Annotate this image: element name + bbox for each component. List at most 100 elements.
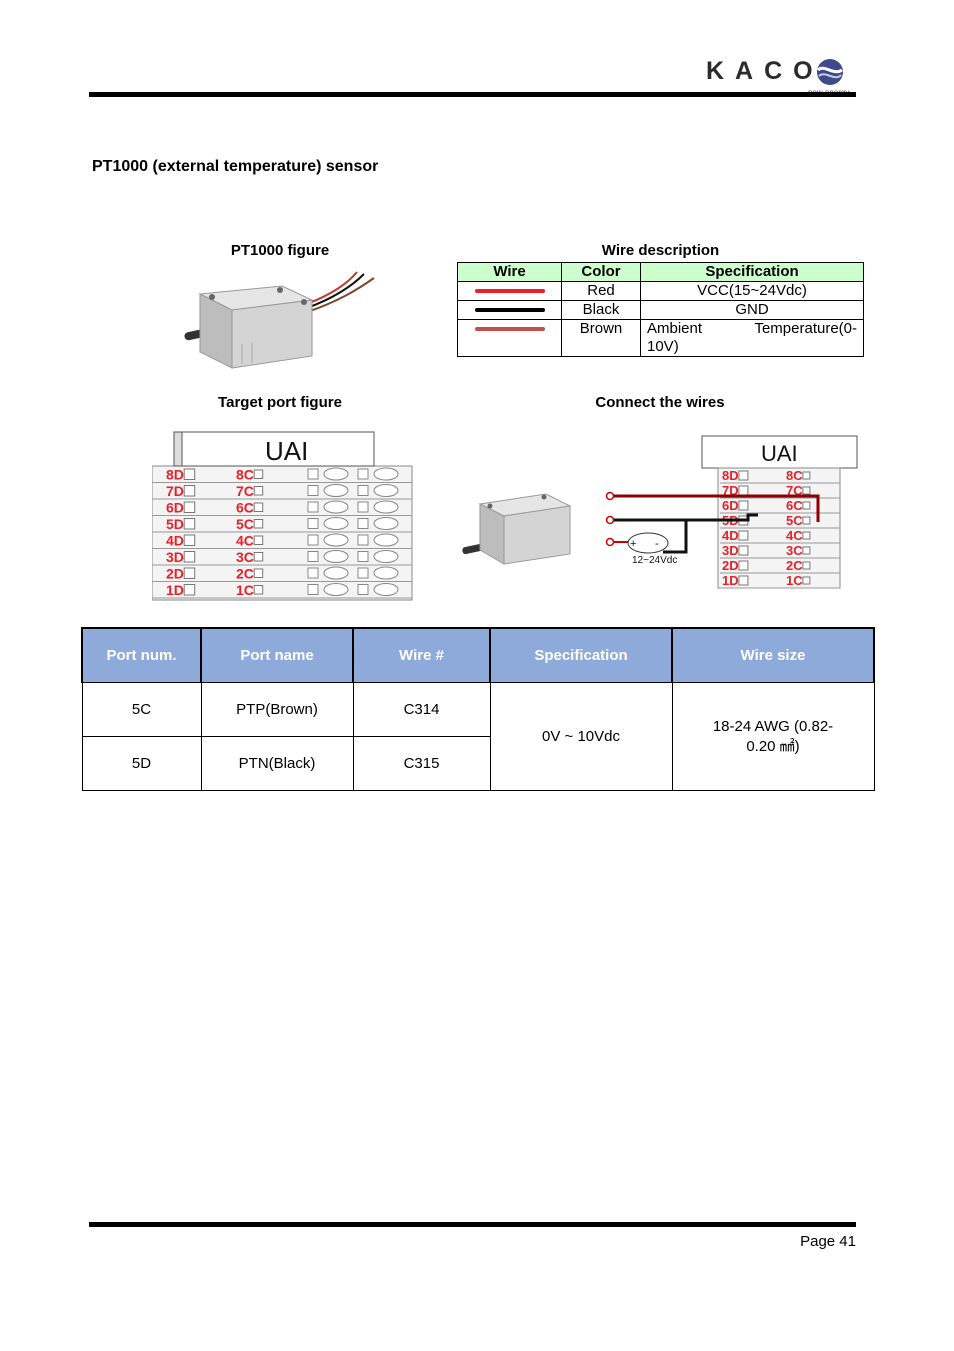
terminal-row: 2D 2C bbox=[152, 566, 412, 582]
terminal-row: 8D 8C bbox=[152, 467, 412, 483]
logo-text: KACO bbox=[706, 57, 824, 85]
spec-text: Temperature(0- bbox=[754, 320, 857, 337]
color-cell: Brown bbox=[561, 319, 641, 357]
port-label-d: 2D bbox=[722, 558, 739, 573]
section-heading: PT1000 (external temperature) sensor bbox=[92, 158, 379, 175]
wire-size-header: Wire size bbox=[671, 627, 875, 683]
supply-minus: - bbox=[655, 538, 659, 550]
port-label-c: 4C bbox=[786, 528, 803, 543]
supply-voltage-label: 12~24Vdc bbox=[632, 555, 677, 566]
port-name-cell: PTN(Black) bbox=[200, 736, 354, 791]
port-label-c: 4C bbox=[236, 533, 254, 549]
pt1000-figure-caption: PT1000 figure bbox=[230, 242, 330, 259]
specification-header: Specification bbox=[489, 627, 673, 683]
red-wire-line bbox=[474, 289, 545, 293]
terminal-row: 3D 3C bbox=[152, 549, 412, 566]
port-label-c: 2C bbox=[786, 558, 803, 573]
port-num-header: Port num. bbox=[81, 627, 202, 683]
port-label-d: 3D bbox=[722, 543, 739, 558]
wire-swatch-cell bbox=[457, 281, 562, 301]
port-label-d: 8D bbox=[722, 468, 739, 483]
terminal-row: 3D 3C bbox=[720, 543, 840, 559]
specification-cell: 0V ~ 10Vdc bbox=[489, 682, 673, 791]
header-rule bbox=[89, 92, 856, 97]
footer-rule bbox=[89, 1222, 856, 1227]
wire-swatch-cell bbox=[457, 319, 562, 357]
spec-cell: VCC(15~24Vdc) bbox=[640, 281, 864, 301]
uai-label: UAI bbox=[265, 436, 308, 466]
port-label-d: 1D bbox=[722, 573, 739, 588]
port-num-cell: 5C bbox=[81, 682, 202, 737]
port-label-c: 3C bbox=[786, 543, 803, 558]
wire-size-cell: 18-24 AWG (0.82- 0.20 ㎟) bbox=[671, 682, 875, 791]
terminal-row: 4D 4C bbox=[152, 533, 412, 549]
port-table: Port num. Port name Wire # Specification… bbox=[81, 627, 875, 791]
spec-cell: GND bbox=[640, 300, 864, 320]
wire-description-caption: Wire description bbox=[601, 242, 720, 259]
wire-description-table: Wire Color Specification Red VCC(15~24Vd… bbox=[457, 262, 864, 357]
port-label-c: 3C bbox=[236, 549, 254, 565]
kaco-logo: KACO new energy. bbox=[706, 56, 856, 100]
wire-table-header: Wire Color Specification bbox=[457, 262, 864, 282]
port-label-c: 8C bbox=[786, 468, 803, 483]
port-label-c: 1C bbox=[786, 573, 803, 588]
port-label-c: 5C bbox=[786, 513, 803, 528]
port-label-d: 2D bbox=[166, 566, 184, 582]
table-row: Brown Ambient Temperature(0- 10V) bbox=[457, 319, 864, 357]
table-row: Black GND bbox=[457, 300, 864, 320]
terminal-row: 1D 1C bbox=[720, 573, 840, 589]
page-number: Page 41 bbox=[800, 1233, 856, 1250]
port-label-c: 5C bbox=[236, 516, 254, 532]
spec-cell: Ambient Temperature(0- 10V) bbox=[640, 319, 864, 357]
port-label-d: 4D bbox=[166, 533, 184, 549]
port-name-header: Port name bbox=[200, 627, 354, 683]
terminal-row: 5D 5C bbox=[152, 516, 412, 533]
spec-col-header: Specification bbox=[640, 262, 864, 282]
port-label-d: 6D bbox=[722, 498, 739, 513]
table-row: 5D PTN(Black) C315 bbox=[81, 736, 874, 791]
port-name-cell: PTP(Brown) bbox=[200, 682, 354, 737]
target-port-caption: Target port figure bbox=[218, 394, 342, 411]
port-label-d: 7D bbox=[166, 483, 184, 499]
wire-size-text: 18-24 AWG (0.82- bbox=[712, 717, 834, 735]
port-label-c: 7C bbox=[786, 483, 803, 498]
table-row: 5C PTP(Brown) C314 0V ~ 10Vdc 18-24 AWG … bbox=[81, 682, 875, 791]
terminal-row: 8D 8C bbox=[720, 468, 840, 484]
port-label-d: 7D bbox=[722, 483, 739, 498]
pt1000-sensor-image bbox=[184, 271, 375, 369]
terminal-row: 7D 7C bbox=[152, 483, 412, 500]
wire-swatch-cell bbox=[457, 300, 562, 320]
port-label-d: 8D bbox=[166, 467, 184, 483]
terminal-row: 7D 7C bbox=[720, 483, 840, 499]
spec-text: 10V) bbox=[647, 338, 679, 355]
port-label-d: 6D bbox=[166, 500, 184, 516]
color-cell: Red bbox=[561, 281, 641, 301]
spec-text: Ambient bbox=[647, 320, 703, 337]
wire-col-header: Wire bbox=[457, 262, 562, 282]
connect-wires-caption: Connect the wires bbox=[595, 394, 725, 411]
port-label-c: 7C bbox=[236, 483, 254, 499]
wire-number-cell: C315 bbox=[352, 736, 491, 791]
black-wire-line bbox=[474, 308, 545, 312]
supply-plus: + bbox=[630, 538, 636, 550]
wire-number-header: Wire # bbox=[352, 627, 491, 683]
port-label-c: 8C bbox=[236, 467, 254, 483]
port-label-c: 2C bbox=[236, 566, 254, 582]
port-label-d: 3D bbox=[166, 549, 184, 565]
port-label-c: 1C bbox=[236, 582, 254, 598]
wire-number-cell: C314 bbox=[352, 682, 491, 737]
terminal-row: 2D 2C bbox=[720, 558, 840, 574]
table-row: Red VCC(15~24Vdc) bbox=[457, 281, 864, 301]
port-label-d: 5D bbox=[166, 516, 184, 532]
color-cell: Black bbox=[561, 300, 641, 320]
uai-label: UAI bbox=[761, 441, 798, 466]
port-num-cell: 5D bbox=[81, 736, 202, 791]
wire-size-text: 0.20 ㎟) bbox=[746, 737, 800, 755]
port-table-header: Port num. Port name Wire # Specification… bbox=[81, 627, 875, 683]
